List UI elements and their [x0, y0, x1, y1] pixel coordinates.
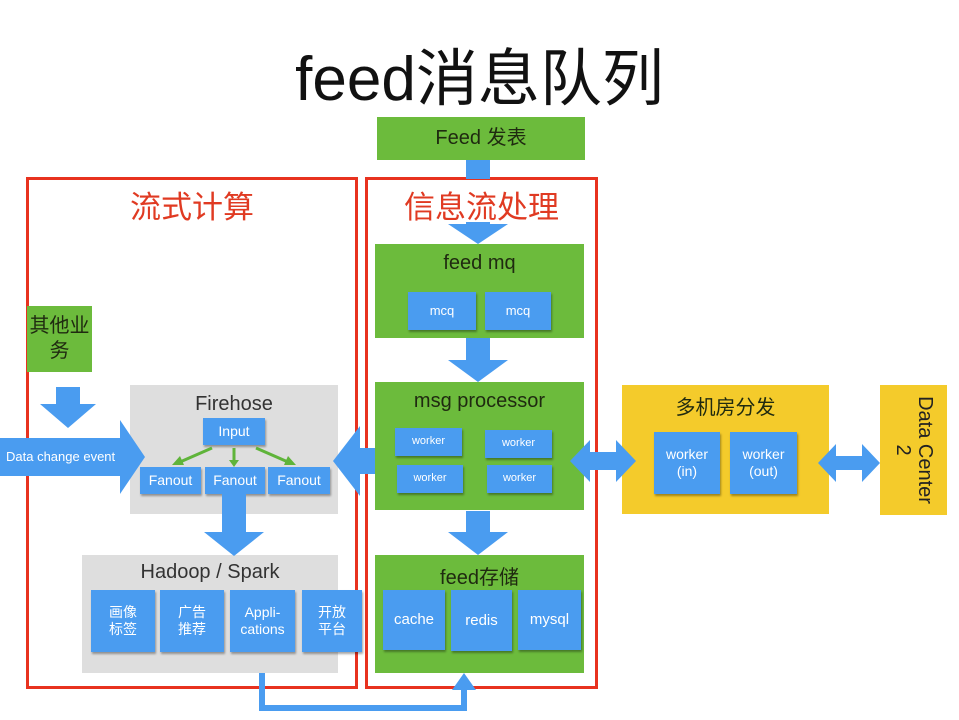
profile-tags-box: 画像 标签 — [91, 590, 155, 652]
connector-hadoop-to-storage — [259, 673, 476, 711]
stream-compute-title: 流式计算 — [130, 190, 254, 225]
redis-box: redis — [451, 590, 512, 651]
other-business-box: 其他业务 — [27, 306, 92, 372]
fanout-arrow-left — [179, 446, 213, 464]
worker-box: worker — [487, 465, 552, 493]
data-center-box: Data Center 2 — [880, 385, 947, 515]
fanout-box: Fanout — [140, 467, 201, 494]
cache-box: cache — [383, 590, 445, 650]
worker-box: worker — [485, 430, 552, 458]
info-flow-title: 信息流处理 — [404, 190, 559, 225]
double-arrow-processor-multidc — [570, 440, 636, 482]
hadoop-spark-title: Hadoop / Spark — [140, 561, 280, 583]
arrow-publish-stub — [466, 160, 490, 179]
arrow-other-business-down — [40, 387, 96, 428]
arrow-data-change-event — [0, 420, 145, 494]
worker-box: worker — [397, 465, 463, 493]
feed-mq-title: feed mq — [443, 252, 516, 274]
feed-publish-box: Feed 发表 — [377, 117, 585, 160]
feed-storage-title: feed存储 — [440, 567, 519, 589]
fanout-box: Fanout — [268, 467, 330, 494]
applications-box: Appli- cations — [230, 590, 295, 652]
msg-processor-title: msg processor — [413, 390, 546, 412]
mysql-box: mysql — [518, 590, 581, 650]
firehose-title: Firehose — [195, 393, 273, 415]
arrow-processor-to-storage — [448, 511, 508, 555]
arrow-publish-to-mq — [448, 222, 508, 244]
input-box: Input — [203, 418, 265, 445]
open-platform-box: 开放 平台 — [302, 590, 362, 652]
arrow-processor-to-firehose — [333, 426, 375, 496]
ad-recommend-box: 广告 推荐 — [160, 590, 224, 652]
worker-in-box: worker (in) — [654, 432, 720, 494]
page-title: feed消息队列 — [295, 45, 664, 114]
mcq-box: mcq — [408, 292, 476, 330]
double-arrow-multidc-datacenter — [818, 444, 880, 482]
worker-out-box: worker (out) — [730, 432, 797, 494]
multi-dc-title: 多机房分发 — [675, 397, 776, 419]
mcq-box: mcq — [485, 292, 551, 330]
arrow-mq-to-processor — [448, 338, 508, 382]
data-change-event-label: Data change event — [6, 449, 116, 464]
fanout-box: Fanout — [205, 467, 265, 494]
arrow-firehose-to-hadoop — [204, 494, 264, 556]
worker-box: worker — [395, 428, 462, 456]
fanout-arrow-right — [255, 446, 289, 464]
